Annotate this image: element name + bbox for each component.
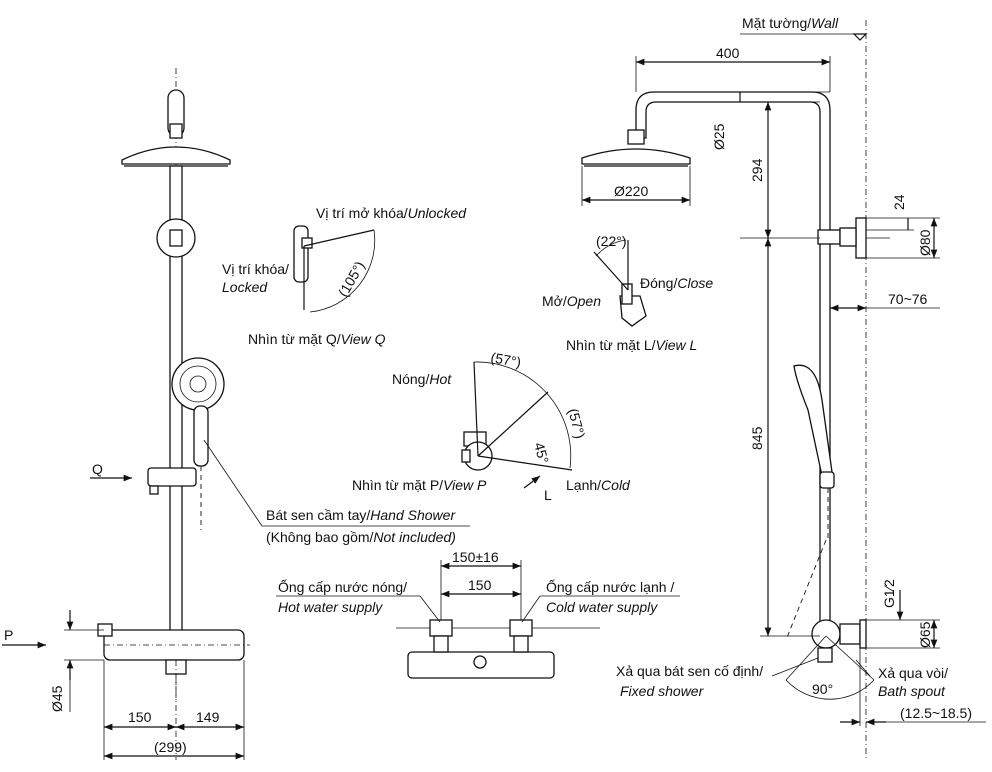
dim-299: (299) (154, 739, 187, 755)
label-hot-supply-en: Hot water supply (278, 599, 383, 615)
dim-12-18: (12.5~18.5) (900, 705, 972, 721)
label-bath-spout-en: Bath spout (878, 683, 946, 699)
label-wall: Mặt tường/Wall (742, 15, 839, 31)
label-fixed-shower: Xả qua bát sen cố định/ (616, 663, 763, 679)
angle-45: 45° (531, 441, 552, 466)
angle-57b: (57°) (565, 407, 588, 441)
label-bath-spout: Xả qua vòi/ (878, 665, 948, 681)
label-close: Đóng/Close (640, 275, 713, 291)
label-cold-supply: Ống cấp nước lạnh / (546, 578, 674, 595)
label-l: L (544, 487, 552, 503)
dim-25: Ø25 (711, 123, 727, 150)
label-hot: Nóng/Hot (392, 371, 452, 387)
view-l (593, 239, 647, 327)
dim-70-76: 70~76 (888, 291, 928, 307)
dim-150: 150 (128, 709, 152, 725)
dim-150-16: 150±16 (452, 549, 499, 565)
label-not-included: (Không bao gồm/Not included) (266, 529, 456, 545)
side-view (581, 20, 986, 760)
label-view-q: Nhìn từ mặt Q/View Q (248, 331, 386, 347)
angle-105: (105°) (335, 258, 368, 299)
angle-57a: (57°) (489, 349, 522, 370)
label-locked: Vị trí khóa/ (222, 261, 289, 277)
label-fixed-shower-en: Fixed shower (620, 683, 705, 699)
dim-845: 845 (749, 426, 765, 450)
label-view-p: Nhìn từ mặt P/View P (352, 477, 487, 493)
dim-65: Ø65 (917, 621, 933, 648)
mixer-detail (276, 560, 680, 679)
dim-80: Ø80 (917, 229, 933, 256)
angle-90: 90° (812, 681, 833, 697)
view-p (461, 361, 573, 489)
dim-45: Ø45 (49, 685, 65, 712)
label-p: P (4, 627, 13, 643)
label-cold-supply-en: Cold water supply (546, 599, 658, 615)
label-view-l: Nhìn từ mặt L/View L (566, 337, 697, 353)
view-q (293, 225, 376, 313)
dim-220: Ø220 (614, 183, 648, 199)
label-unlocked: Vị trí mở khóa/Unlocked (316, 205, 467, 221)
labels: Mặt tường/Wall 400 Ø25 294 Ø220 24 Ø80 7… (4, 15, 972, 755)
label-open: Mở/Open (542, 293, 601, 309)
dim-149: 149 (196, 709, 220, 725)
label-locked-en: Locked (222, 279, 268, 295)
dim-400: 400 (716, 45, 740, 61)
angle-22: (22°) (596, 233, 627, 249)
dim-g12: G1⁄2 (881, 579, 897, 608)
label-q: Q (92, 461, 103, 477)
dim-150b: 150 (468, 577, 492, 593)
dim-24: 24 (891, 194, 907, 210)
label-hand-shower: Bát sen cầm tay/Hand Shower (266, 507, 456, 523)
label-hot-supply: Ống cấp nước nóng/ (278, 578, 407, 595)
label-cold: Lạnh/Cold (566, 477, 631, 493)
front-view (2, 68, 470, 760)
dim-294: 294 (749, 158, 765, 182)
